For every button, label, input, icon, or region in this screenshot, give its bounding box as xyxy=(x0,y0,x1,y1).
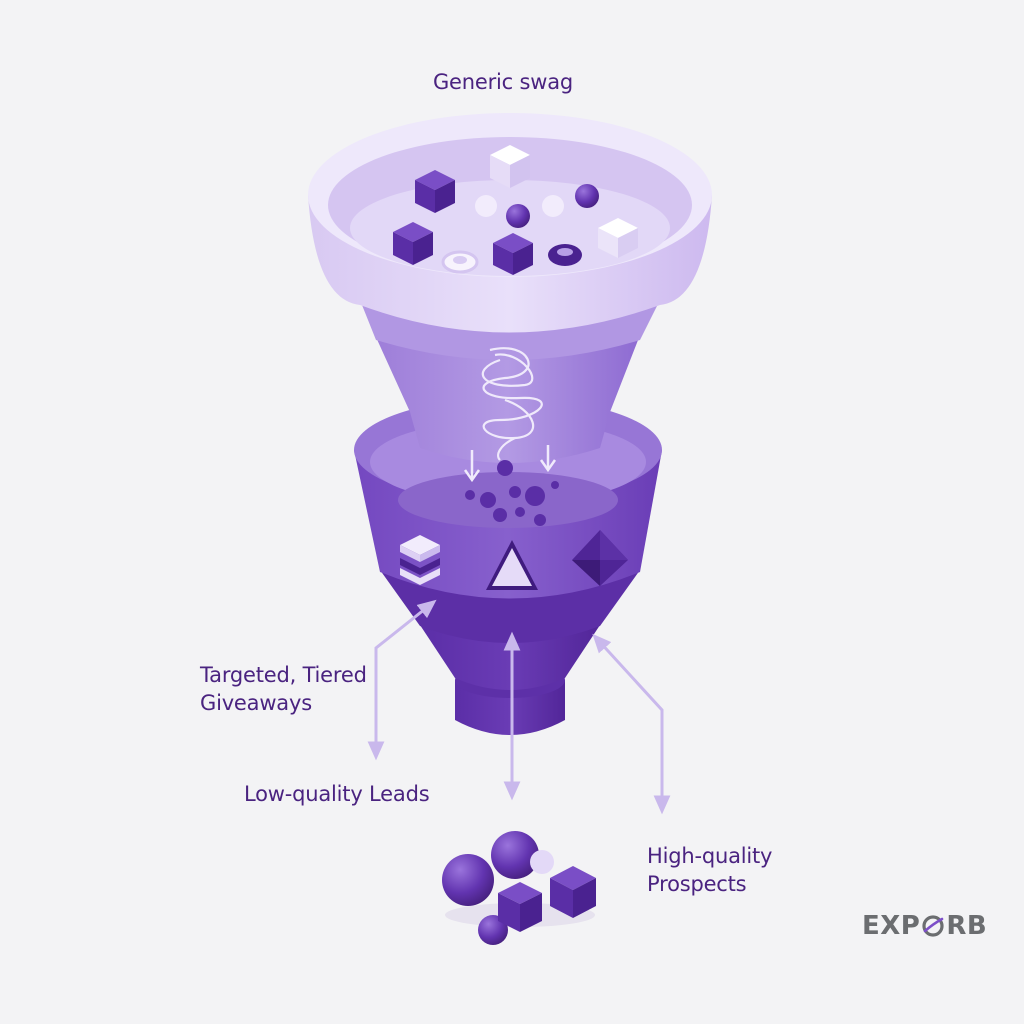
label-line: Prospects xyxy=(647,872,747,896)
cube-icon xyxy=(415,170,455,213)
ring-icon xyxy=(441,250,479,274)
label-targeted-giveaways: Targeted, Tiered Giveaways xyxy=(200,661,367,717)
callout-arrows xyxy=(367,599,671,815)
triangle-icon xyxy=(486,540,538,590)
cube-icon xyxy=(493,233,533,275)
label-generic-swag: Generic swag xyxy=(432,70,574,94)
generic-swag-items xyxy=(393,145,638,275)
label-line: Targeted, Tiered xyxy=(200,663,367,687)
prospects-cluster xyxy=(442,831,596,945)
logo-text-end: RB xyxy=(946,911,988,941)
sphere-icon xyxy=(442,854,494,906)
exporb-logo: EXP RB xyxy=(862,910,987,942)
ring-icon xyxy=(548,244,582,266)
sphere-icon xyxy=(575,184,599,208)
tangled-string xyxy=(481,347,543,461)
orbit-o-icon xyxy=(922,915,944,937)
label-high-quality-prospects: High-quality Prospects xyxy=(647,842,772,898)
flow-arrows xyxy=(463,445,557,483)
sphere-icon xyxy=(542,195,564,217)
logo-text-start: EXP xyxy=(862,911,921,941)
sphere-icon xyxy=(478,915,508,945)
label-line: Giveaways xyxy=(200,691,312,715)
sphere-icon xyxy=(475,195,497,217)
pebbles xyxy=(465,460,559,526)
cube-icon xyxy=(393,222,433,265)
sphere-icon xyxy=(506,204,530,228)
sphere-icon xyxy=(491,831,539,879)
cube-icon xyxy=(550,866,596,918)
cube-icon xyxy=(598,218,638,258)
sphere-icon xyxy=(530,850,554,874)
stacked-layers-icon xyxy=(400,535,440,585)
diamond-icon xyxy=(572,530,628,586)
label-line: High-quality xyxy=(647,844,773,868)
label-low-quality-leads: Low-quality Leads xyxy=(244,782,430,806)
cube-icon xyxy=(490,145,530,188)
cube-icon xyxy=(498,882,542,932)
